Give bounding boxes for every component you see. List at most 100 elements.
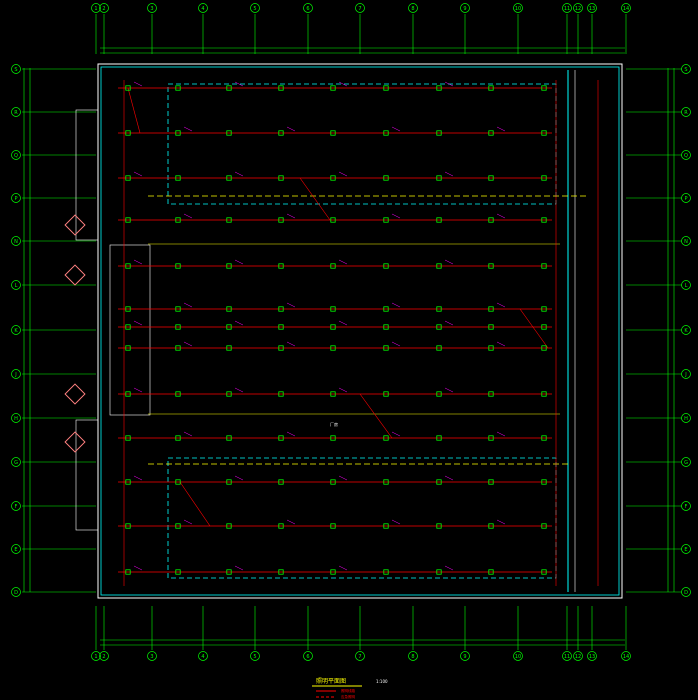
grid-lines (22, 14, 682, 650)
col-label-bottom-5: 5 (253, 654, 256, 660)
light-fixture-6-3 (226, 306, 232, 312)
col-label-top-10: 10 (515, 6, 521, 12)
row-label-left-7: K (14, 328, 18, 334)
light-fixture-7-8 (488, 324, 494, 330)
fixture-tick-12-4 (286, 519, 296, 525)
row-bubble-right-7 (681, 325, 691, 335)
building-outline (64, 63, 623, 599)
light-fixture-5-3 (226, 263, 232, 269)
col-label-top-14: 14 (623, 6, 629, 12)
row-label-left-13: D (14, 590, 18, 596)
fixture-tick-7-7 (444, 320, 454, 326)
light-fixture-3-7 (436, 175, 442, 181)
row-label-right-5: N (684, 239, 688, 245)
light-fixture-12-2 (175, 523, 181, 529)
light-fixture-5-6 (383, 263, 389, 269)
light-fixture-4-9 (541, 217, 547, 223)
fixture-tick-12-2 (183, 519, 193, 525)
row-label-right-2: R (684, 110, 688, 116)
fixture-tick-11-1 (133, 475, 143, 481)
light-fixture-10-7 (436, 435, 442, 441)
col-bubble-bottom-10 (513, 651, 523, 661)
col-label-top-7: 7 (358, 6, 361, 12)
row-label-left-8: J (14, 372, 16, 378)
row-bubble-right-12 (681, 544, 691, 554)
light-fixture-12-5 (330, 523, 336, 529)
light-fixture-6-2 (175, 306, 181, 312)
light-fixture-2-1 (125, 130, 131, 136)
row-bubble-right-2 (681, 107, 691, 117)
light-fixture-10-9 (541, 435, 547, 441)
light-fixture-10-5 (330, 435, 336, 441)
light-fixture-5-9 (541, 263, 547, 269)
fixture-tick-3-5 (338, 171, 348, 177)
fixture-tick-8-8 (496, 341, 506, 347)
fixture-tick-4-4 (286, 213, 296, 219)
light-fixture-3-2 (175, 175, 181, 181)
fixture-tick-13-1 (133, 565, 143, 571)
row-label-left-11: F (15, 504, 18, 510)
light-fixture-3-3 (226, 175, 232, 181)
light-fixture-9-8 (488, 391, 494, 397)
light-fixture-8-4 (278, 345, 284, 351)
fixture-tick-2-8 (496, 126, 506, 132)
col-label-bottom-1: 1 (94, 654, 97, 660)
light-fixture-10-6 (383, 435, 389, 441)
light-fixture-8-7 (436, 345, 442, 351)
light-fixture-4-6 (383, 217, 389, 223)
row-label-left-1: S (14, 67, 17, 73)
fixture-tick-5-5 (338, 259, 348, 265)
light-fixture-11-9 (541, 479, 547, 485)
light-fixture-12-8 (488, 523, 494, 529)
outer-wall (97, 63, 623, 599)
row-bubble-right-6 (681, 280, 691, 290)
light-fixture-4-5 (330, 217, 336, 223)
light-fixture-1-9 (541, 85, 547, 91)
fixture-tick-9-5 (338, 387, 348, 393)
fixture-tick-8-6 (391, 341, 401, 347)
col-label-top-1: 1 (94, 6, 97, 12)
row-label-left-6: L (15, 283, 18, 289)
light-fixture-13-4 (278, 569, 284, 575)
light-fixture-1-8 (488, 85, 494, 91)
light-fixture-4-3 (226, 217, 232, 223)
light-fixture-1-6 (383, 85, 389, 91)
row-bubble-left-9 (11, 413, 21, 423)
annotations: 厂房 (330, 421, 338, 427)
row-label-right-6: L (685, 283, 688, 289)
light-fixture-9-5 (330, 391, 336, 397)
circuit-drop-1 (127, 87, 141, 134)
light-fixture-13-8 (488, 569, 494, 575)
col-bubble-top-8 (408, 3, 418, 13)
light-fixture-9-9 (541, 391, 547, 397)
light-fixture-1-5 (330, 85, 336, 91)
col-bubble-bottom-3 (147, 651, 157, 661)
light-fixture-12-6 (383, 523, 389, 529)
row-label-right-13: D (684, 590, 688, 596)
fixture-tick-2-4 (286, 126, 296, 132)
fixture-tick-10-2 (183, 431, 193, 437)
light-fixture-12-3 (226, 523, 232, 529)
fixture-tick-7-1 (133, 320, 143, 326)
light-fixture-9-1 (125, 391, 131, 397)
col-bubble-bottom-11 (562, 651, 572, 661)
light-fixture-6-1 (125, 306, 131, 312)
row-label-left-5: N (14, 239, 18, 245)
legend: 照明平面图 1:100 照明线路 应急照明 (312, 678, 388, 699)
row-label-left-3: Q (14, 153, 18, 159)
circuit-drop-3 (359, 393, 393, 439)
light-fixture-1-2 (175, 85, 181, 91)
light-fixture-8-8 (488, 345, 494, 351)
light-fixture-3-1 (125, 175, 131, 181)
light-fixture-5-4 (278, 263, 284, 269)
col-label-top-5: 5 (253, 6, 256, 12)
col-bubble-bottom-5 (250, 651, 260, 661)
light-fixture-12-1 (125, 523, 131, 529)
col-bubble-bottom-6 (303, 651, 313, 661)
light-fixture-3-9 (541, 175, 547, 181)
light-fixture-12-4 (278, 523, 284, 529)
light-fixture-2-6 (383, 130, 389, 136)
light-fixture-2-8 (488, 130, 494, 136)
row-label-left-2: R (14, 110, 18, 116)
